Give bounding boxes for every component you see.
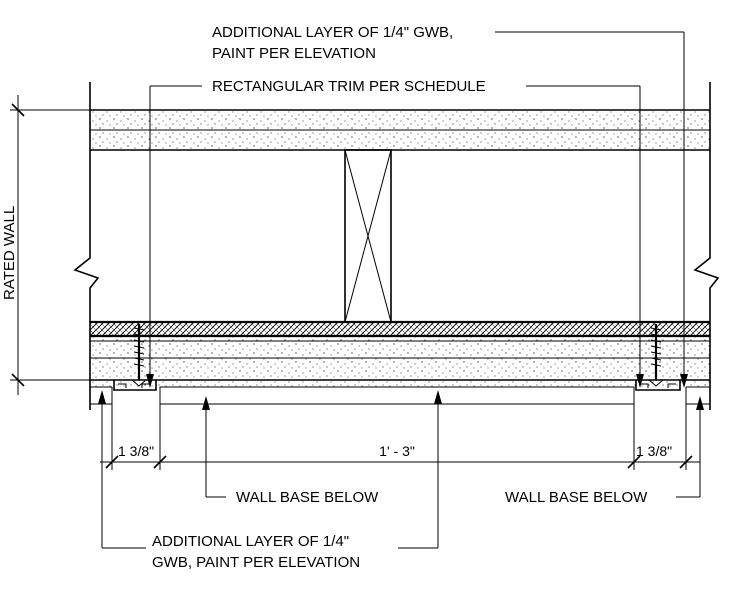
dimension-center: 1' - 3" [379,443,415,459]
note-top-right-line1: ADDITIONAL LAYER OF 1/4" GWB, [212,24,453,41]
note-trim: RECTANGULAR TRIM PER SCHEDULE [212,78,486,95]
note-wall-base-left: WALL BASE BELOW [236,489,379,506]
leader-wall-base-left [202,396,226,498]
screw-right [647,324,665,387]
note-top-right-line2: PAINT PER ELEVATION [212,45,376,62]
trim-right [635,380,681,391]
note-wall-base-right: WALL BASE BELOW [505,489,648,506]
rated-wall-label: RATED WALL [1,206,18,300]
dimension-left: 1 3/8" [118,443,154,459]
leader-wall-base-right [676,396,704,498]
crosshatch-layer [90,320,710,338]
leader-top-right [495,31,688,388]
screw-left [130,324,148,387]
leader-trim [146,85,644,388]
additional-gwb-layer [90,380,710,405]
dimension-string [100,404,700,470]
note-bottom-line2: GWB, PAINT PER ELEVATION [152,554,360,571]
note-bottom-line1: ADDITIONAL LAYER OF 1/4" [152,533,349,550]
break-line-right [693,82,720,410]
top-gwb-layer [90,109,710,151]
dimension-right: 1 3/8" [636,443,672,459]
leader-bottom [98,390,442,549]
bottom-gwb-layers [90,336,710,381]
stud-with-x [344,149,392,323]
rated-wall-dimension [10,95,90,395]
break-line-left [73,82,100,410]
